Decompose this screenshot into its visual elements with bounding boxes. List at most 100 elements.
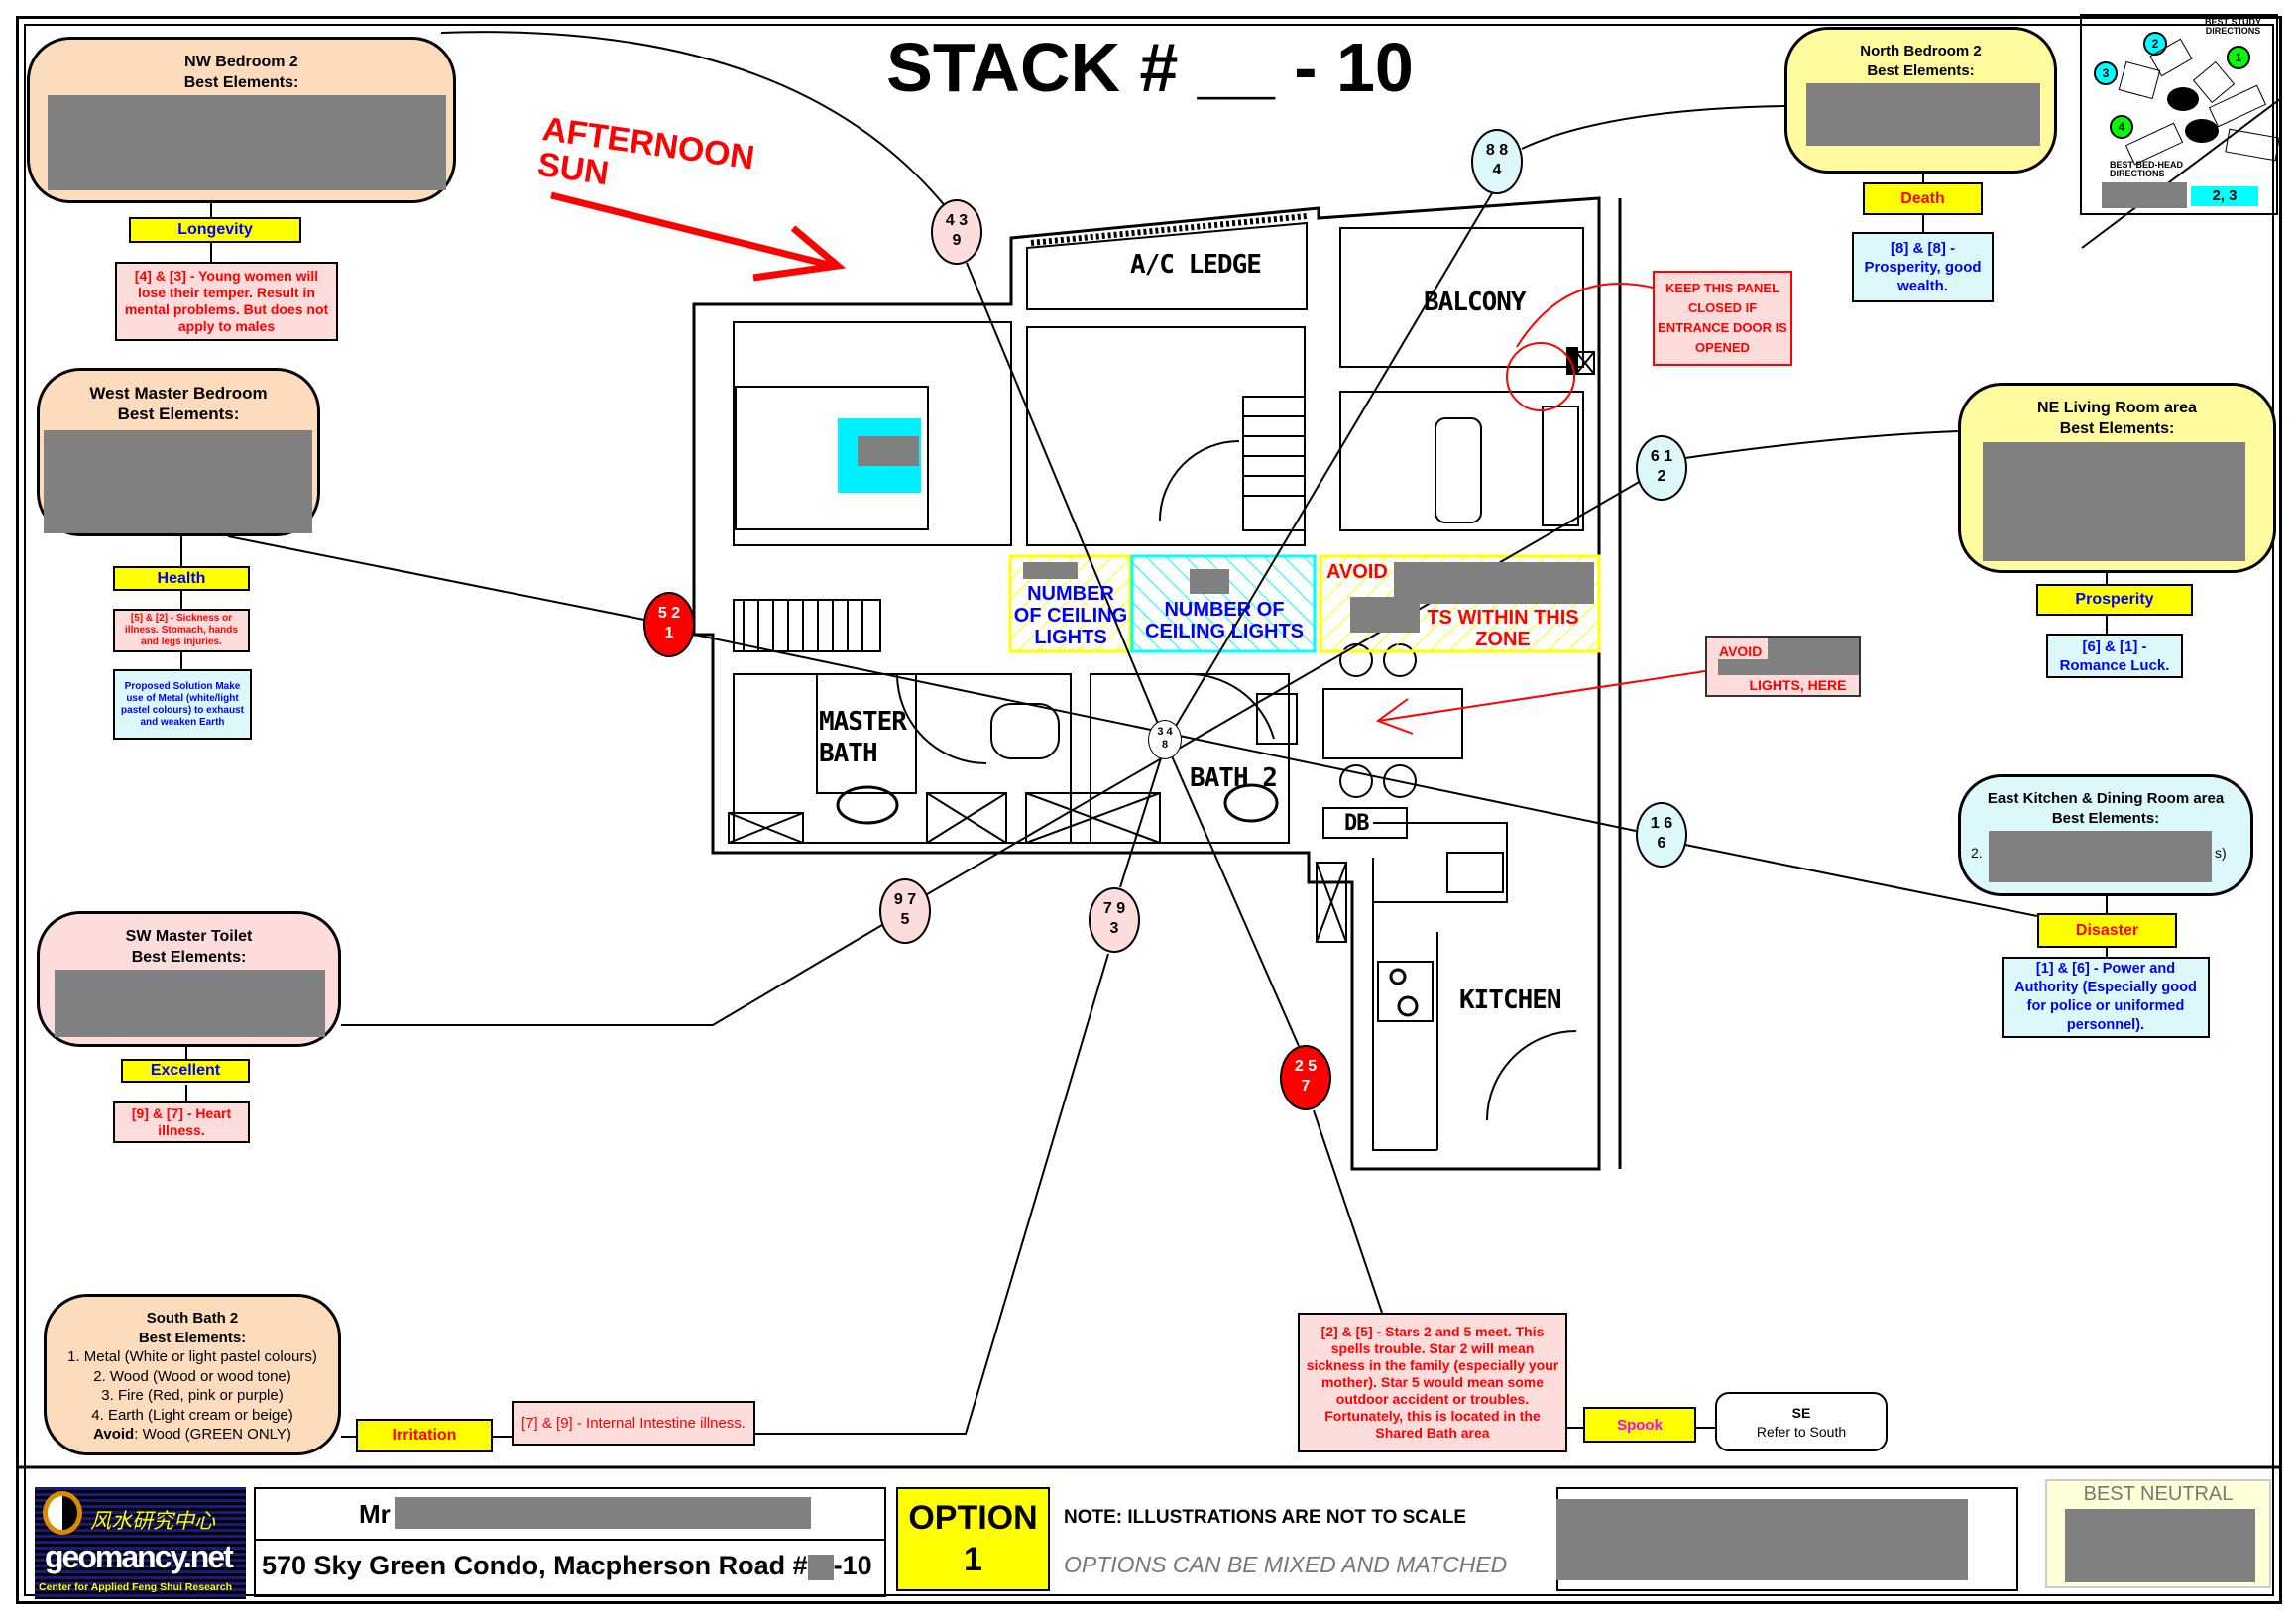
line-sw-toilet bbox=[341, 430, 1959, 1026]
study-directions-title: BEST STUDY DIRECTIONS bbox=[2204, 17, 2261, 36]
redacted-elements bbox=[1023, 562, 1078, 579]
page-title: STACK # __ - 10 bbox=[886, 29, 1414, 106]
ac-ledge-label: A/C LEDGE bbox=[1130, 250, 1262, 280]
zone-middle-label: NUMBER OF CEILING LIGHTS bbox=[1145, 599, 1304, 642]
room-title: NE Living Room area bbox=[2037, 400, 2197, 416]
kitchen-label: KITCHEN bbox=[1459, 985, 1562, 1015]
star-bottom: 4 bbox=[1492, 162, 1502, 178]
se-tag: Spook bbox=[1583, 1407, 1696, 1443]
redacted-elements bbox=[2102, 182, 2187, 208]
kitchen-item-prefix: 2. bbox=[1971, 845, 1983, 861]
redacted-elements bbox=[1983, 442, 2245, 561]
avoid-line1: AVOID bbox=[1719, 643, 1763, 659]
compass-icon bbox=[2185, 119, 2219, 143]
geomancy-logo: 风水研究中心 geomancy.net Center for Applied F… bbox=[35, 1487, 246, 1599]
logo-tagline: Center for Applied Feng Shui Research bbox=[39, 1581, 233, 1593]
star-top: 3 4 bbox=[1157, 726, 1173, 738]
redacted-unit bbox=[807, 1554, 834, 1580]
scale-note: NOTE: ILLUSTRATIONS ARE NOT TO SCALE bbox=[1064, 1507, 1467, 1528]
avoid-value: : Wood (GREEN ONLY) bbox=[134, 1426, 291, 1443]
avoid-label: Avoid bbox=[93, 1426, 135, 1443]
redacted-elements bbox=[1989, 831, 2212, 882]
star-top: 8 8 bbox=[1485, 142, 1509, 159]
address-prefix: 570 Sky Green Condo, Macpherson Road # bbox=[262, 1551, 808, 1580]
option-number: 1 bbox=[964, 1541, 982, 1578]
line-nw-bedroom bbox=[440, 31, 948, 209]
best-directions-value: 2, 3 bbox=[2191, 186, 2258, 206]
bed bbox=[735, 386, 929, 530]
direction-3: 3 bbox=[2094, 61, 2118, 85]
room-subtitle: Best Elements: bbox=[138, 1329, 247, 1346]
north-bedroom-tag: Death bbox=[1863, 182, 1983, 215]
address: 570 Sky Green Condo, Macpherson Road #-1… bbox=[262, 1551, 872, 1581]
sw-toilet-tag: Excellent bbox=[121, 1059, 250, 1083]
floor-plan bbox=[692, 196, 1622, 1171]
room-title: West Master Bedroom bbox=[89, 384, 268, 403]
se-text: Refer to South bbox=[1756, 1424, 1847, 1440]
best-neutral-label: BEST NEUTRAL bbox=[2083, 1483, 2234, 1505]
line-north-bedroom bbox=[1521, 105, 1785, 150]
redacted-elements bbox=[1394, 562, 1594, 604]
master-bedroom-walls bbox=[733, 321, 1012, 546]
line-south-bath bbox=[755, 742, 1167, 1435]
star-bottom: 2 bbox=[1657, 468, 1666, 485]
afternoon-sun-arrow bbox=[550, 191, 847, 282]
room-title: SW Master Toilet bbox=[125, 928, 253, 945]
plan-outer-wall bbox=[692, 196, 1601, 1171]
element-item: 1. Metal (White or light pastel colours) bbox=[67, 1348, 317, 1365]
se-title: SE bbox=[1791, 1405, 1811, 1421]
logo-name: geomancy.net bbox=[45, 1539, 234, 1574]
redacted-elements bbox=[1718, 659, 1778, 675]
master-bath-label: MASTER BATH bbox=[819, 707, 907, 768]
avoid-line: Avoid: Wood (GREEN ONLY) bbox=[47, 1425, 338, 1445]
redacted-elements bbox=[1350, 597, 1420, 633]
redacted-elements bbox=[1190, 569, 1229, 594]
star-top: 5 2 bbox=[657, 605, 681, 622]
star-bottom: 1 bbox=[664, 625, 674, 641]
directions-inset: BEST STUDY DIRECTIONS BEST BED-HEAD DIRE… bbox=[2080, 14, 2280, 215]
room-subtitle: Best Elements: bbox=[117, 405, 240, 423]
room-title: East Kitchen & Dining Room area bbox=[1987, 790, 2225, 807]
south-bath-note: [7] & [9] - Internal Intestine illness. bbox=[512, 1401, 755, 1446]
client-box: Mr 570 Sky Green Condo, Macpherson Road … bbox=[254, 1487, 886, 1597]
redacted-client-name bbox=[395, 1497, 811, 1529]
element-item: 3. Fire (Red, pink or purple) bbox=[101, 1387, 284, 1404]
east-kitchen-note: [1] & [6] - Power and Authority (Especia… bbox=[2002, 957, 2210, 1038]
zone-right-label: TS WITHIN THIS ZONE bbox=[1427, 607, 1579, 650]
element-item: 4. Earth (Light cream or beige) bbox=[91, 1406, 293, 1424]
avoid-line2: LIGHTS, HERE bbox=[1749, 677, 1847, 693]
nw-tag: Longevity bbox=[129, 217, 301, 243]
kitchen-item-suffix: s) bbox=[2215, 845, 2227, 861]
room-subtitle: Best Elements: bbox=[183, 74, 299, 91]
nw-note: [4] & [3] - Young women will lose their … bbox=[115, 262, 338, 341]
direction-1: 1 bbox=[2227, 46, 2250, 69]
se-note: [2] & [5] - Stars 2 and 5 meet. This spe… bbox=[1298, 1313, 1567, 1452]
room-subtitle: Best Elements: bbox=[131, 949, 247, 966]
ne-living-tag: Prosperity bbox=[2036, 584, 2193, 616]
redacted-elements bbox=[44, 430, 312, 533]
se-refer-box: SE Refer to South bbox=[1715, 1392, 1888, 1451]
desk-icon bbox=[2118, 60, 2161, 100]
south-bath-box: South Bath 2 Best Elements: 1. Metal (Wh… bbox=[44, 1294, 341, 1455]
star-top: 4 3 bbox=[945, 212, 969, 229]
db-label: DB bbox=[1344, 811, 1369, 836]
star-top: 6 1 bbox=[1650, 448, 1673, 465]
star-bottom: 3 bbox=[1109, 920, 1119, 937]
line-439 bbox=[966, 262, 1167, 744]
sw-toilet-note: [9] & [7] - Heart illness. bbox=[113, 1101, 250, 1143]
option-box: OPTION 1 bbox=[896, 1487, 1050, 1591]
zone-right-avoid: AVOID bbox=[1326, 561, 1388, 583]
ac-ledge bbox=[1026, 221, 1308, 310]
bed-icon bbox=[2225, 128, 2280, 162]
star-bottom: 6 bbox=[1657, 835, 1666, 852]
element-item: 2. Wood (Wood or wood tone) bbox=[93, 1367, 291, 1385]
options-note: OPTIONS CAN BE MIXED AND MATCHED bbox=[1064, 1552, 1508, 1577]
